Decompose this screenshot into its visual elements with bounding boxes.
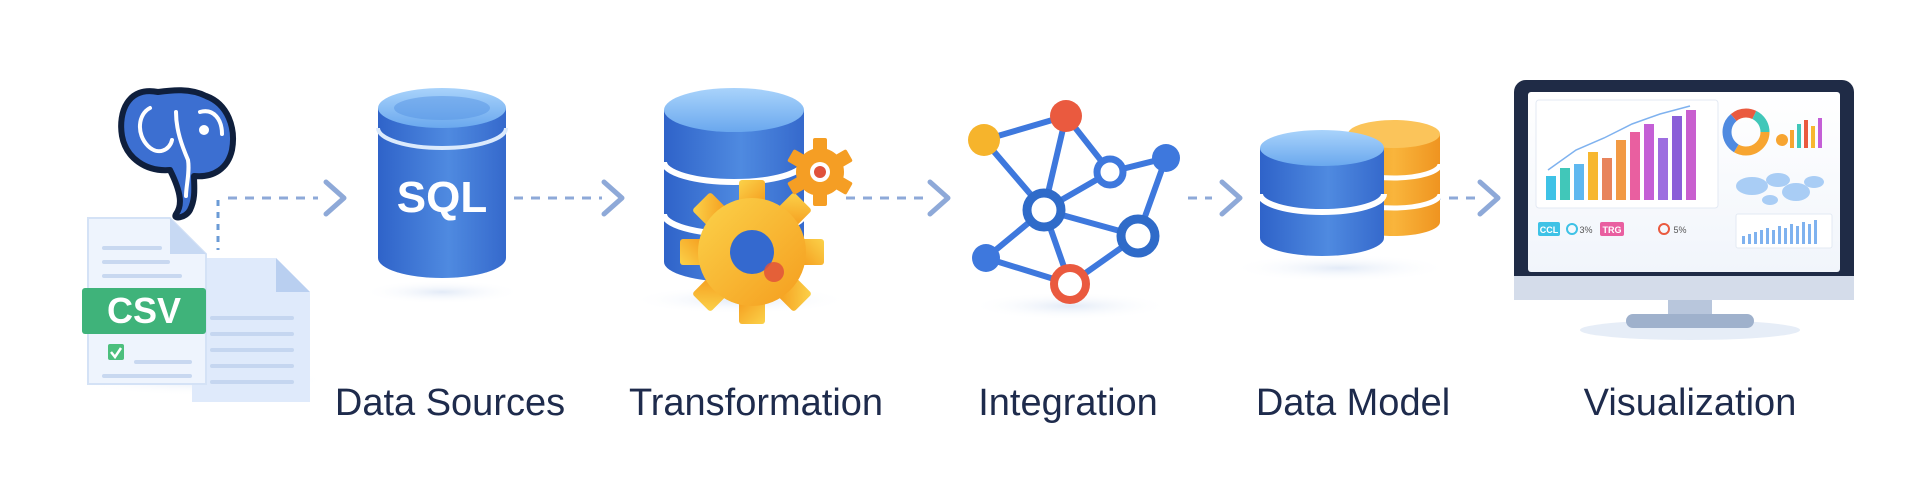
sql-text: SQL [397,173,487,222]
kpi-1-value: 3% [1579,225,1592,235]
data-sources-icon: CSV [70,87,330,402]
small-gear-icon [787,138,853,206]
connector-arrows [228,179,1501,217]
dashboard-kpis: CCL 3% TRG 5% [1538,222,1687,236]
large-gear-icon [680,180,824,324]
arrow-2 [514,179,625,217]
arrow-1 [228,179,347,217]
label-data-model: Data Model [1255,382,1451,424]
dashboard-map [1736,173,1824,205]
kpi-2-value: 5% [1673,225,1686,235]
sql-database-icon: SQL [362,88,522,304]
label-transformation: Transformation [628,382,884,424]
data-model-icon [1230,120,1450,282]
csv-badge [82,288,206,334]
network-nodes [968,100,1180,304]
dashboard-area [1735,213,1833,249]
elephant-icon [118,87,236,221]
blue-database [1257,130,1387,256]
arrow-5 [1432,179,1501,217]
document-back [192,258,310,402]
csv-badge-text: CSV [107,290,181,331]
dashboard-donut [1722,108,1770,156]
integration-network-icon [968,100,1180,320]
dashboard-bars [1546,110,1696,200]
dashboard-mini-bars [1776,118,1822,148]
arrow-3 [846,179,951,217]
transformation-icon [630,88,853,324]
visualization-monitor-icon: CCL 3% TRG 5% [1514,80,1854,340]
dashboard: CCL 3% TRG 5% [1535,99,1833,249]
kpi-2-label: TRG [1603,225,1622,235]
label-integration: Integration [978,382,1158,424]
label-visualization: Visualization [1583,382,1797,424]
document-csv: CSV [82,217,207,385]
arrow-4 [1188,179,1243,217]
network-edges [981,113,1169,287]
label-data-sources: Data Sources [334,382,566,424]
kpi-1-label: CCL [1540,225,1559,235]
